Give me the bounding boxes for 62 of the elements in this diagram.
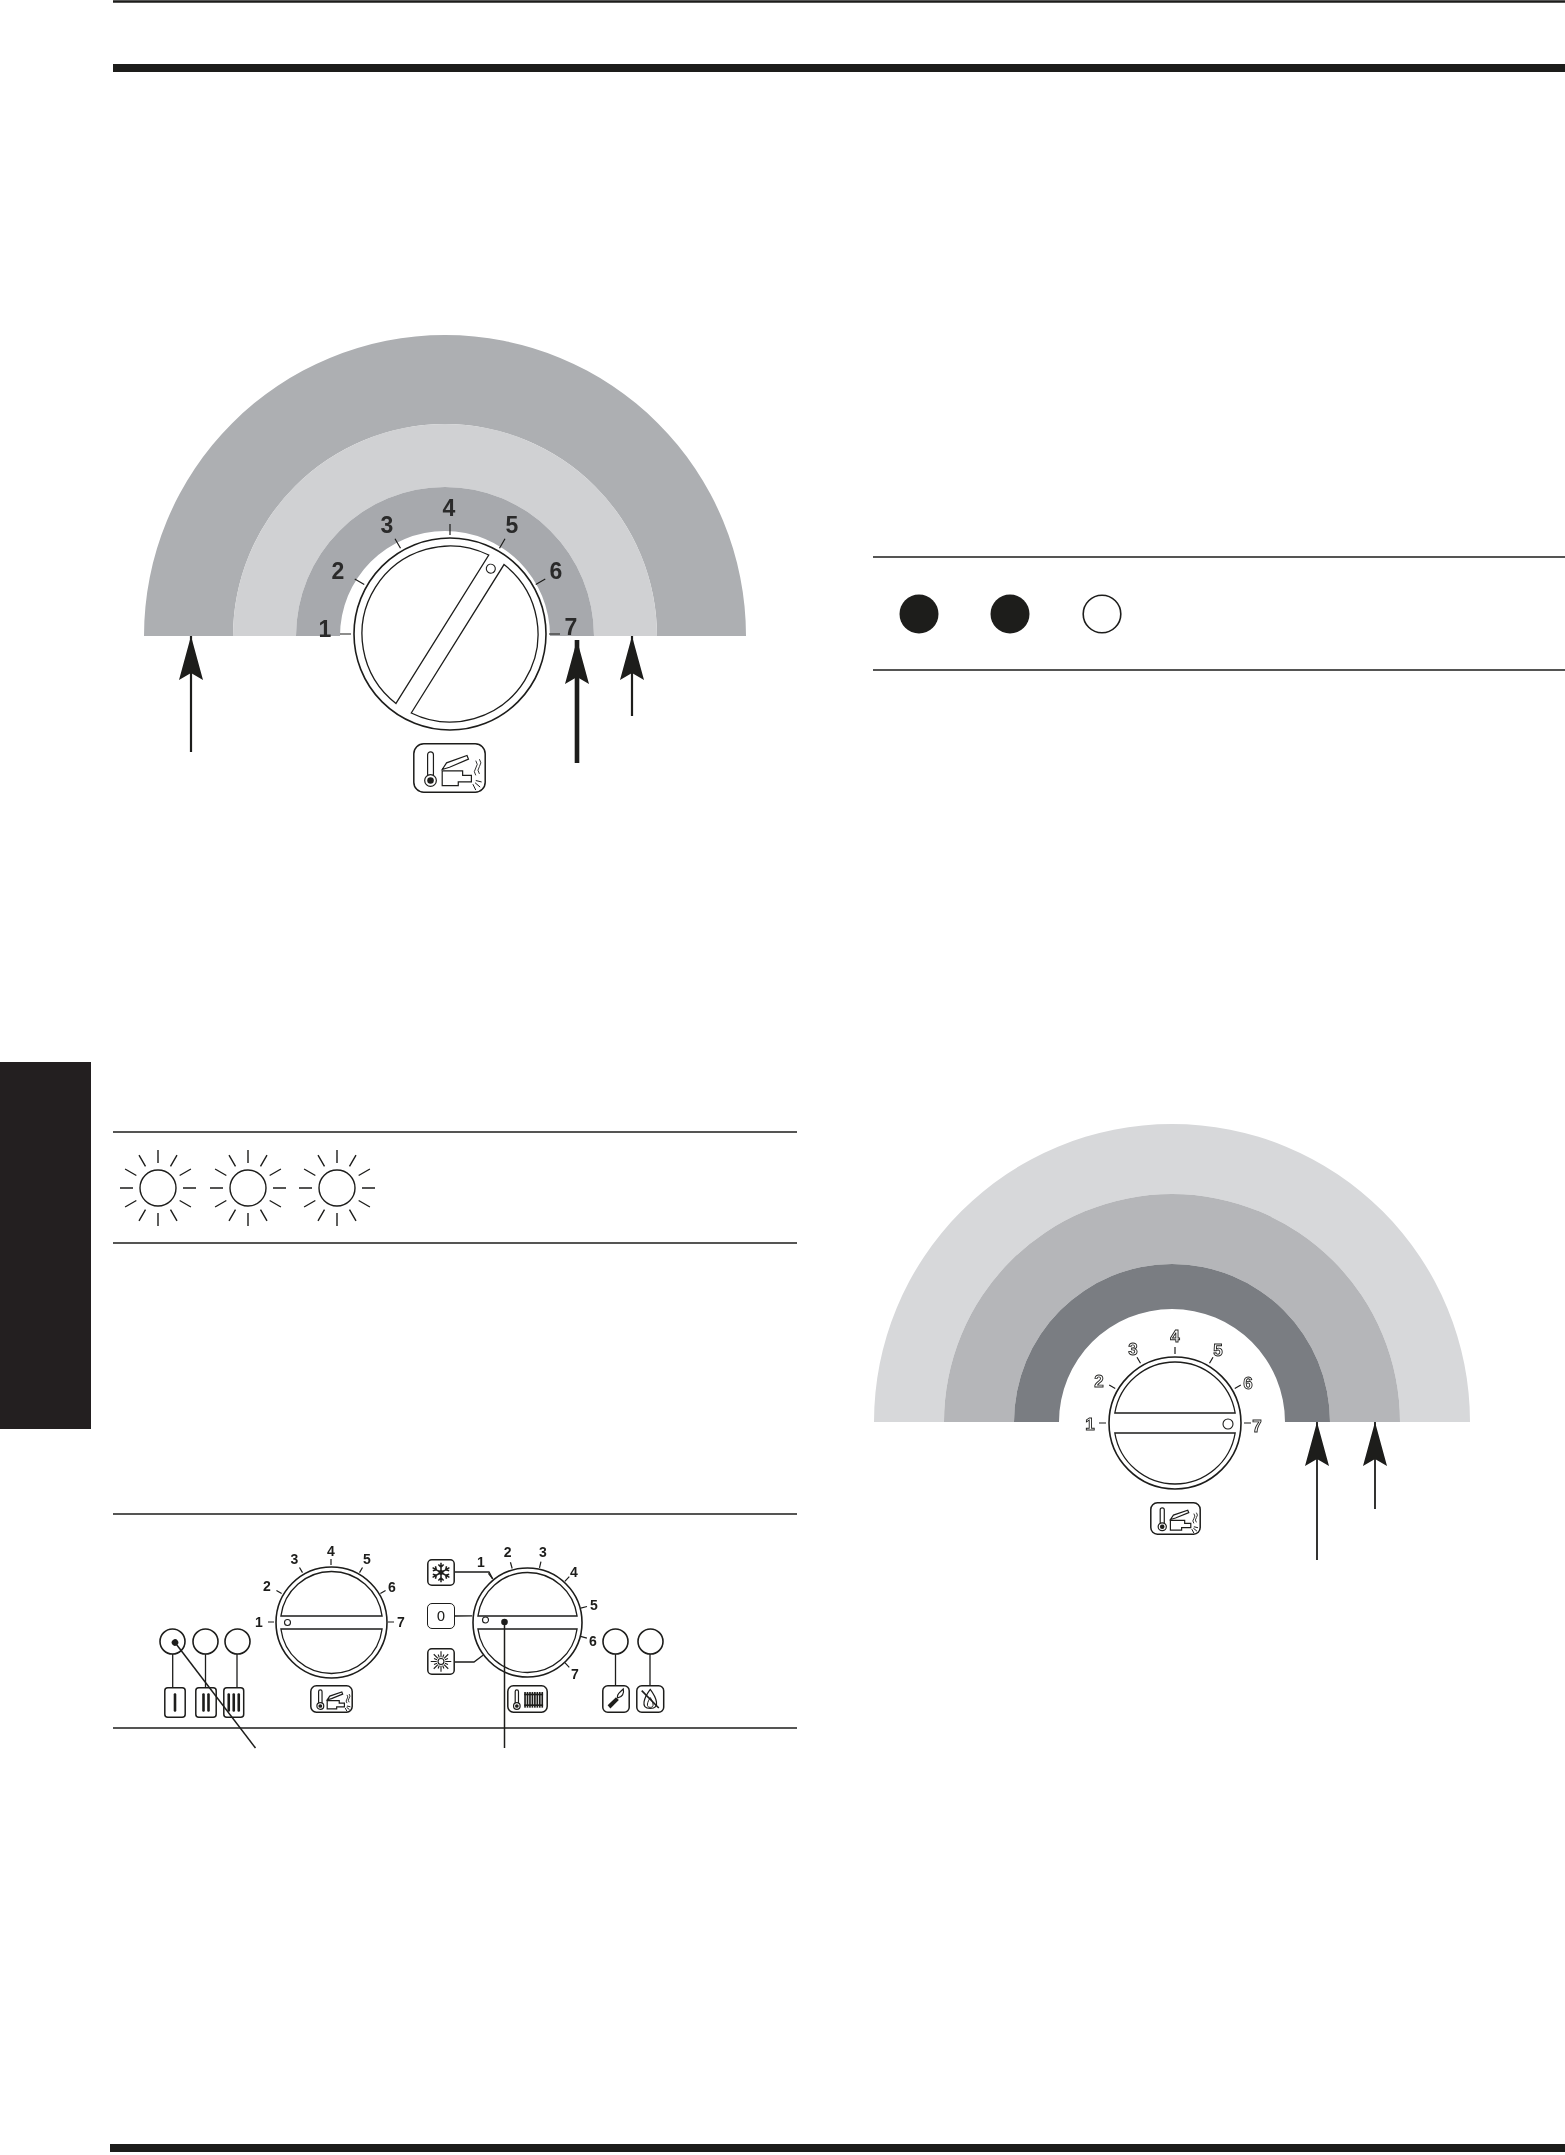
leader-line	[501, 1618, 508, 1749]
scale-number: 2	[331, 557, 345, 585]
scale-number: 6	[549, 557, 563, 585]
indicator-lamp	[223, 1627, 251, 1655]
sun-icon	[427, 1648, 455, 1675]
triple-bar-icon	[222, 1687, 244, 1718]
scale-number: 7	[1252, 1417, 1262, 1437]
flame-torch-icon	[602, 1685, 630, 1713]
scale-number: 6	[388, 1579, 396, 1595]
arrow	[1363, 1421, 1387, 1510]
indicator-lamp	[192, 1627, 219, 1655]
single-bar-icon	[163, 1687, 186, 1718]
connector-line	[454, 1615, 473, 1617]
arc-band	[144, 335, 746, 636]
arrow	[1305, 1421, 1329, 1561]
scale-number: 5	[1213, 1341, 1223, 1361]
leader-line	[171, 1639, 257, 1749]
rotary-knob	[274, 1565, 388, 1679]
connector-line	[204, 1653, 207, 1688]
arc-band	[296, 487, 594, 636]
scale-number: 3	[539, 1544, 547, 1560]
rotary-knob	[471, 1566, 583, 1678]
arrow	[565, 640, 589, 763]
double-bar-icon	[194, 1687, 217, 1718]
scale-number: 1	[1085, 1415, 1095, 1435]
scale-number: 4	[1170, 1327, 1180, 1347]
scale-number: 6	[589, 1632, 597, 1649]
scale-number: 1	[255, 1614, 263, 1630]
scale-number: 3	[290, 1550, 299, 1567]
arrow	[179, 636, 203, 752]
scale-number: 3	[1128, 1340, 1138, 1360]
arrow	[620, 636, 644, 716]
arc-band	[233, 424, 657, 636]
connector-line	[454, 1654, 484, 1663]
scale-number: 7	[564, 613, 578, 641]
scale-number: 7	[571, 1666, 579, 1682]
symbol-label: 0	[436, 1609, 446, 1623]
scale-number: 4	[327, 1542, 335, 1559]
snowflake-icon	[427, 1559, 455, 1586]
mode-key	[427, 1603, 455, 1629]
scale-number: 1	[477, 1554, 485, 1570]
crossed-flame-icon	[636, 1685, 665, 1713]
scale-number: 5	[505, 511, 519, 539]
scale-number: 1	[318, 615, 332, 643]
scale-number: 2	[263, 1578, 271, 1594]
scale-number: 4	[570, 1564, 578, 1580]
indicator-lamp	[159, 1627, 187, 1655]
indicator-lamp	[602, 1627, 629, 1655]
scale-number: 5	[363, 1550, 371, 1567]
scale-number: 2	[1094, 1372, 1104, 1392]
scale-number: 7	[397, 1614, 405, 1630]
connector-line	[454, 1571, 494, 1580]
scale-number: 3	[380, 511, 394, 539]
scale-number: 2	[503, 1544, 512, 1560]
connector-line	[649, 1653, 651, 1686]
scale-number: 4	[442, 494, 456, 522]
scale-number: 5	[590, 1597, 598, 1613]
section-tab	[0, 1062, 91, 1429]
indicator-lamp	[636, 1627, 664, 1655]
connector-line	[172, 1653, 174, 1688]
connector-line	[236, 1653, 238, 1688]
connector-line	[614, 1653, 617, 1686]
